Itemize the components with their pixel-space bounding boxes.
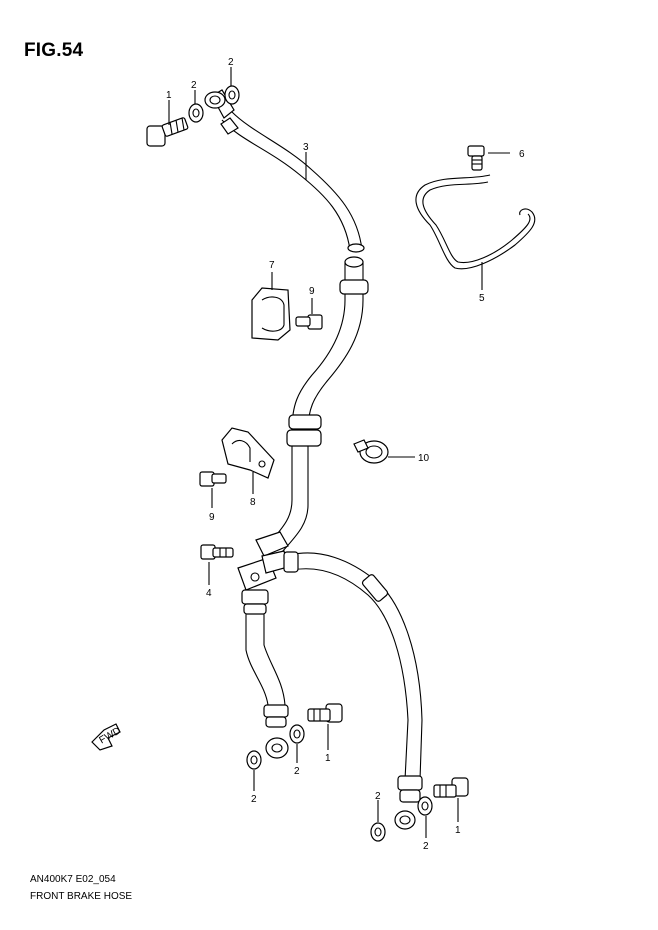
washer-top-1 xyxy=(188,103,204,123)
callout-1-top: 1 xyxy=(166,90,172,101)
callout-2-top-a: 2 xyxy=(191,80,197,91)
bolt-4 xyxy=(200,544,234,560)
callout-2-right-a: 2 xyxy=(375,791,381,802)
callout-1-left: 1 xyxy=(325,753,331,764)
callout-2-top-b: 2 xyxy=(228,57,234,68)
callout-1-right: 1 xyxy=(455,825,461,836)
bolt-9-upper xyxy=(295,314,323,330)
junction-joint xyxy=(237,550,289,591)
callout-3: 3 xyxy=(303,142,309,153)
callout-9-lower: 9 xyxy=(209,512,215,523)
callout-5: 5 xyxy=(479,293,485,304)
hose-clip-10 xyxy=(353,439,389,464)
union-bolt-top xyxy=(146,117,189,147)
hose-left-caliper xyxy=(241,589,289,759)
leader-lines xyxy=(168,67,510,838)
washer-top-2 xyxy=(224,85,240,105)
callout-6: 6 xyxy=(519,149,525,160)
clamp-8 xyxy=(221,427,275,479)
forward-arrow-icon: FWD xyxy=(91,723,123,751)
figure-code: AN400K7 E02_054 xyxy=(30,874,116,885)
callout-2-left-a: 2 xyxy=(294,766,300,777)
hose-3-upper xyxy=(204,89,365,253)
callout-10: 10 xyxy=(418,453,430,464)
washer-left-1 xyxy=(289,724,305,744)
clamp-7 xyxy=(251,287,291,341)
callout-2-left-b: 2 xyxy=(251,794,257,805)
union-bolt-left xyxy=(307,703,343,723)
washer-right-2 xyxy=(370,822,386,842)
hose-3-lower xyxy=(255,256,369,557)
callout-4: 4 xyxy=(206,588,212,599)
washer-right-1 xyxy=(417,796,433,816)
figure-title: FIG.54 xyxy=(24,40,84,61)
callout-numbers: 1 2 2 3 6 5 7 9 10 8 9 4 1 2 2 2 2 1 xyxy=(166,57,525,852)
figure-caption: FRONT BRAKE HOSE xyxy=(30,891,133,902)
washer-left-2 xyxy=(246,750,262,770)
union-bolt-right xyxy=(433,777,469,798)
callout-2-right-b: 2 xyxy=(423,841,429,852)
callout-7: 7 xyxy=(269,260,275,271)
bolt-9-lower xyxy=(199,471,227,487)
bolt-6 xyxy=(467,145,485,171)
callout-9-upper: 9 xyxy=(309,286,315,297)
callout-8: 8 xyxy=(250,497,256,508)
wire-clamp-5 xyxy=(415,174,536,270)
hose-right-caliper xyxy=(283,551,423,830)
